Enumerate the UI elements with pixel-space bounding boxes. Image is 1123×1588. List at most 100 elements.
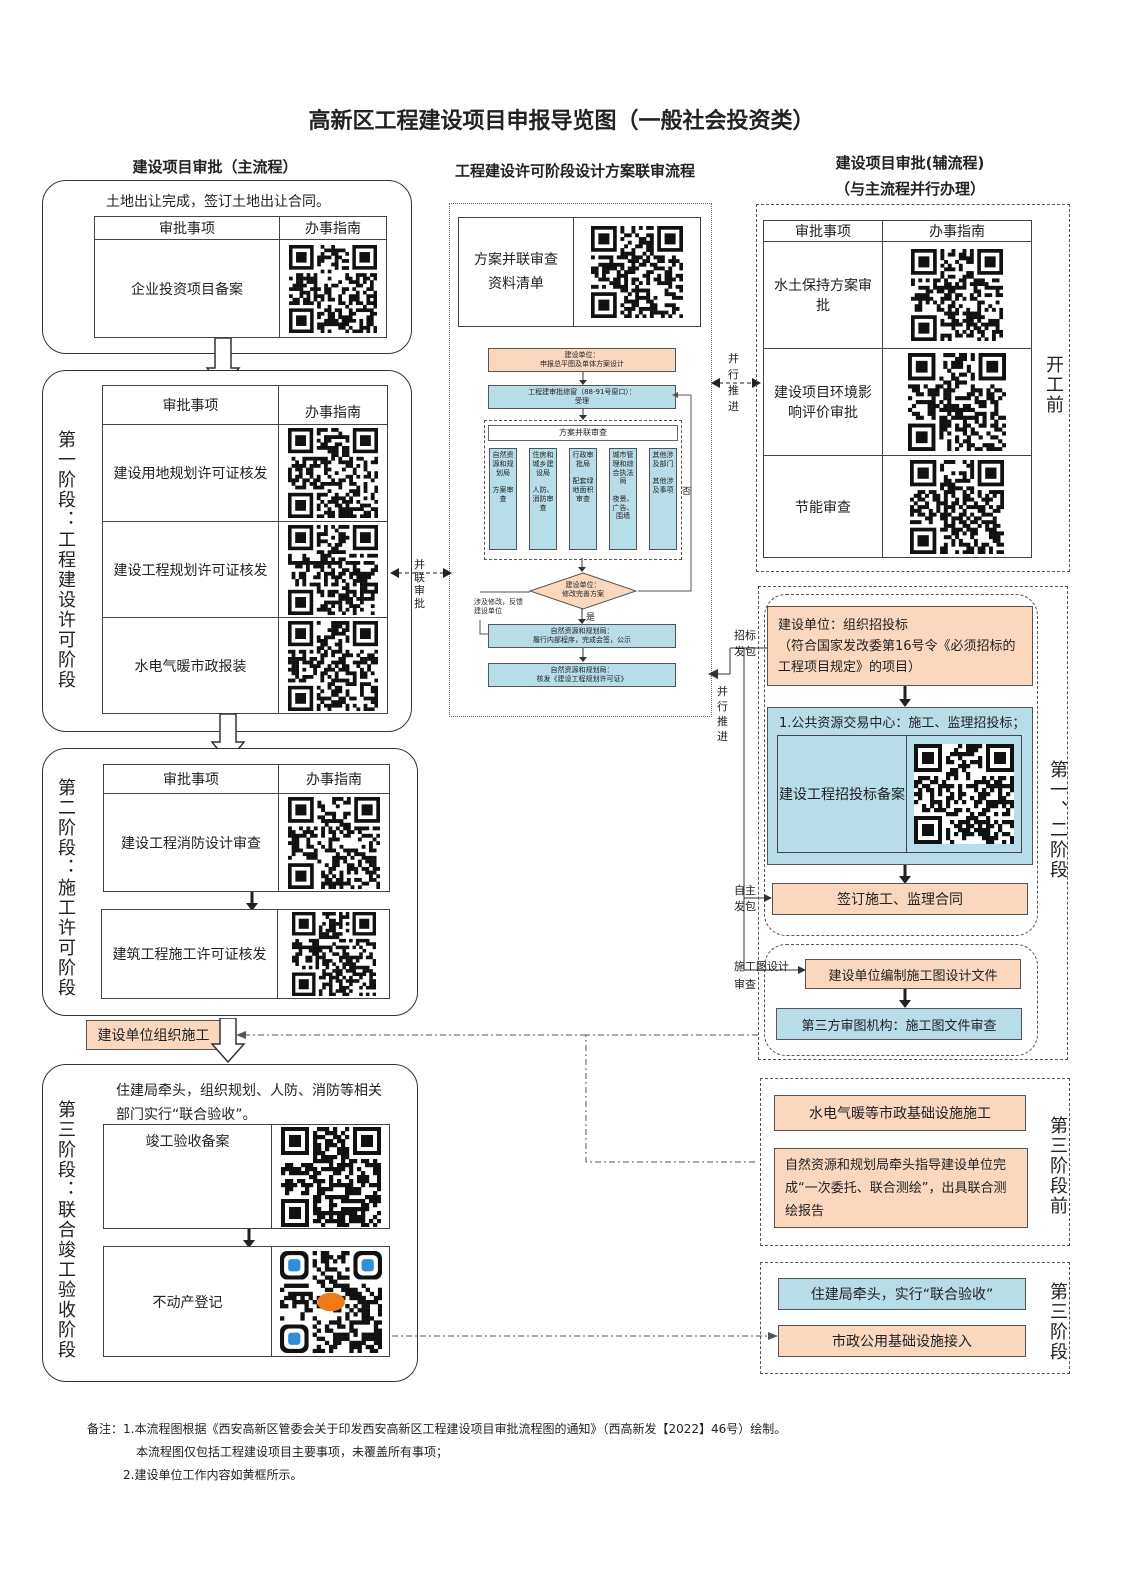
stage3-item-0: 竣工验收备案 (103, 1124, 272, 1229)
stage3-item-1: 不动产登记 (103, 1246, 272, 1357)
survey-box: 自然资源和规划局牵头指导建设单位完 成“一次委托、联合测绘”，出具联合测 绘报告 (774, 1148, 1028, 1228)
feedback-text: 涉及修改，反馈建设单位 (474, 598, 523, 616)
stage1-guide-2 (278, 617, 388, 714)
parallel-push-label-top: 并行推进 (728, 352, 739, 413)
dept-column-2: 行政审批局 配套绿地面积审查 (569, 448, 597, 550)
bid-record-cell: 建设工程招投标备案 (777, 735, 907, 853)
mid-step1-line1: 建设单位： (564, 351, 600, 360)
bid-record-guide (906, 735, 1022, 853)
yes-label: 是 (586, 613, 596, 623)
bidirectional-arrow-icon (390, 568, 452, 578)
mid-step2: 工程建审批综窗（88-91号窗口）：受理 (488, 385, 676, 409)
stage2-guide-0 (278, 793, 390, 892)
s3pre-box (760, 1078, 1070, 1246)
mid-step4-line1: 自然资源和规划局： (550, 666, 614, 675)
note-0: 备注：1.本流程图根据《西安高新区管委会关于印发西安高新区工程建设项目审批流程图… (87, 1422, 787, 1436)
bid-org-line3: 工程项目规定》的项目） (778, 659, 922, 675)
stage2-item-0: 建设工程消防设计审查 (103, 793, 279, 892)
dept-column-0: 自然资源和规划局 方案审查 (489, 448, 517, 550)
note-2: 2.建设单位工作内容如黄框所示。 (123, 1468, 303, 1482)
s3pre-label: 第三阶段前 (1047, 1116, 1068, 1216)
qr-code-icon[interactable] (288, 524, 378, 615)
qr-code-icon[interactable] (288, 428, 378, 518)
parallel-review-box (484, 420, 682, 560)
stage2-label: 第二阶段：施工许可阶段 (55, 778, 76, 998)
drawing-label: 施工图设计审查 (734, 960, 789, 991)
stage2-item-1: 建筑工程施工许可证核发 (101, 909, 278, 999)
qr-code-icon[interactable] (911, 249, 1003, 341)
construct-box: 建设单位组织施工 (86, 1020, 221, 1050)
diamond-line1: 建设单位： (565, 581, 601, 589)
qr-code-icon[interactable] (288, 796, 380, 889)
s3-label: 第三阶段 (1047, 1282, 1068, 1362)
bid-center-text: 1.公共资源交易中心：施工、监理招投标； (779, 716, 1026, 731)
bid-org-box: 建设单位：组织招投标 （符合国家发改委第16号令《必须招标的 工程项目规定》的项… (767, 606, 1033, 686)
stage0-intro: 土地出让完成，签订土地出让合同。 (106, 194, 330, 210)
down-arrow-icon (210, 1018, 246, 1064)
small-down-arrow-icon (899, 865, 911, 884)
stage1-guide-0 (278, 424, 388, 522)
mid-step4-line2: 核发《建设工程规划许可证》 (536, 675, 628, 683)
col-guide-header: 办事指南 (279, 216, 387, 240)
stage0-guide (279, 239, 387, 338)
dept-column-1: 住房和城乡建设局 人防、消防审查 (529, 448, 557, 550)
pre-start-box (756, 204, 1070, 572)
drawing-prep-box: 建设单位编制施工图设计文件 (805, 959, 1021, 989)
col-guide-header: 办事指南 (882, 220, 1032, 242)
bid-inner-box (764, 594, 1038, 936)
bid-org-line1: 建设单位：组织招投标 (778, 617, 909, 633)
stage1-item-0: 建设用地规划许可证核发 (102, 424, 279, 522)
pre-item-2: 节能审查 (763, 455, 883, 558)
qr-code-icon[interactable] (280, 1126, 381, 1227)
col-item-header: 审批事项 (103, 764, 279, 794)
qr-code-icon[interactable] (914, 744, 1014, 844)
page-title: 高新区工程建设项目申报导览图（一般社会投资类） (308, 108, 815, 134)
stage1-item-2: 水电气暖市政报装 (102, 617, 279, 714)
feedback-line1: 涉及修改，反馈 (474, 598, 523, 606)
stage2-guide-1 (277, 909, 390, 999)
pre-guide-1 (882, 348, 1032, 456)
parallel-review-label: 并联审批 (414, 558, 425, 610)
right-header-2: （与主流程并行办理） (834, 180, 985, 198)
arrow-icon (579, 648, 587, 662)
stage3-guide-1 (271, 1246, 390, 1357)
qr-code-icon[interactable] (279, 1250, 382, 1353)
feedback-line2: 建设单位 (474, 606, 502, 615)
diamond-line2: 修改完善方案 (562, 589, 604, 598)
dept-column-4: 其他涉及部门 其他涉及事项 (649, 448, 677, 550)
qr-code-icon[interactable] (910, 459, 1004, 554)
loop-back-arrow (638, 392, 692, 592)
survey-line2: 成“一次委托、联合测绘”，出具联合测 (785, 1180, 1007, 1196)
s12-label: 第一、二阶段 (1047, 760, 1068, 880)
joint-accept-box: 住建局牵头，实行“联合验收” (778, 1278, 1026, 1310)
municipal-connect-box: 市政公用基础设施接入 (778, 1325, 1026, 1357)
bid-org-line2: （符合国家发改委第16号令《必须招标的 (778, 638, 1016, 654)
qr-code-icon[interactable] (289, 244, 377, 333)
pre-guide-2 (882, 455, 1032, 558)
left-header: 建设项目审批（主流程） (132, 158, 298, 176)
qr-code-icon[interactable] (288, 620, 378, 711)
qr-code-icon[interactable] (591, 226, 683, 318)
arrow-icon (579, 409, 587, 420)
mid-step4: 自然资源和规划局：核发《建设工程规划许可证》 (488, 663, 676, 687)
feedback-arrow (479, 591, 530, 635)
mid-step3: 自然资源和规划局：履行内部程序，完成会签，公示 (488, 624, 676, 648)
survey-line1: 自然资源和规划局牵头指导建设单位完 (785, 1157, 1007, 1173)
arrow-icon (578, 558, 586, 572)
mid-step3-line2: 履行内部程序，完成会签，公示 (533, 636, 631, 644)
middle-flow-box (449, 203, 712, 717)
qr-code-icon[interactable] (908, 353, 1006, 451)
branch-lines (708, 647, 806, 974)
stage3-intro-2: 部门实行“联合验收”。 (116, 1107, 257, 1123)
col-item-header: 审批事项 (763, 220, 883, 242)
pre-item-1: 建设项目环境影响评价审批 (763, 348, 883, 456)
stage0-item: 企业投资项目备案 (94, 239, 280, 338)
utility-box: 水电气暖等市政基础设施施工 (774, 1095, 1026, 1131)
drawing-review-box: 第三方审图机构：施工图文件审查 (776, 1008, 1022, 1040)
checklist-cell: 方案并联审查资料清单 (458, 217, 574, 327)
pre-guide-0 (882, 241, 1032, 349)
qr-code-icon[interactable] (291, 912, 376, 996)
parallel-title: 方案并联审查 (488, 425, 678, 441)
stage3-intro-1: 住建局牵头，组织规划、人防、消防等相关 (116, 1083, 382, 1099)
col-guide-header: 办事指南 (278, 385, 388, 425)
